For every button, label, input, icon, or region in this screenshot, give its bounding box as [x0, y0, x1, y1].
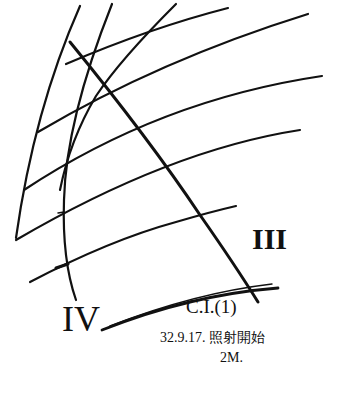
grid-line: [30, 206, 236, 282]
tick-mark: [56, 264, 68, 268]
grid-line: [60, 4, 176, 190]
grid-line: [102, 288, 278, 330]
dose-note: 2M.: [220, 350, 243, 365]
tick-mark: [58, 212, 64, 213]
grid-line: [70, 42, 258, 302]
note-label: C.I.(1): [186, 297, 237, 318]
grid-line: [110, 284, 272, 326]
region-numeral: III: [252, 222, 287, 255]
region-numeral: IV: [62, 300, 100, 340]
date-note: 32.9.17. 照射開始: [160, 330, 265, 345]
grid-line: [66, 8, 228, 64]
